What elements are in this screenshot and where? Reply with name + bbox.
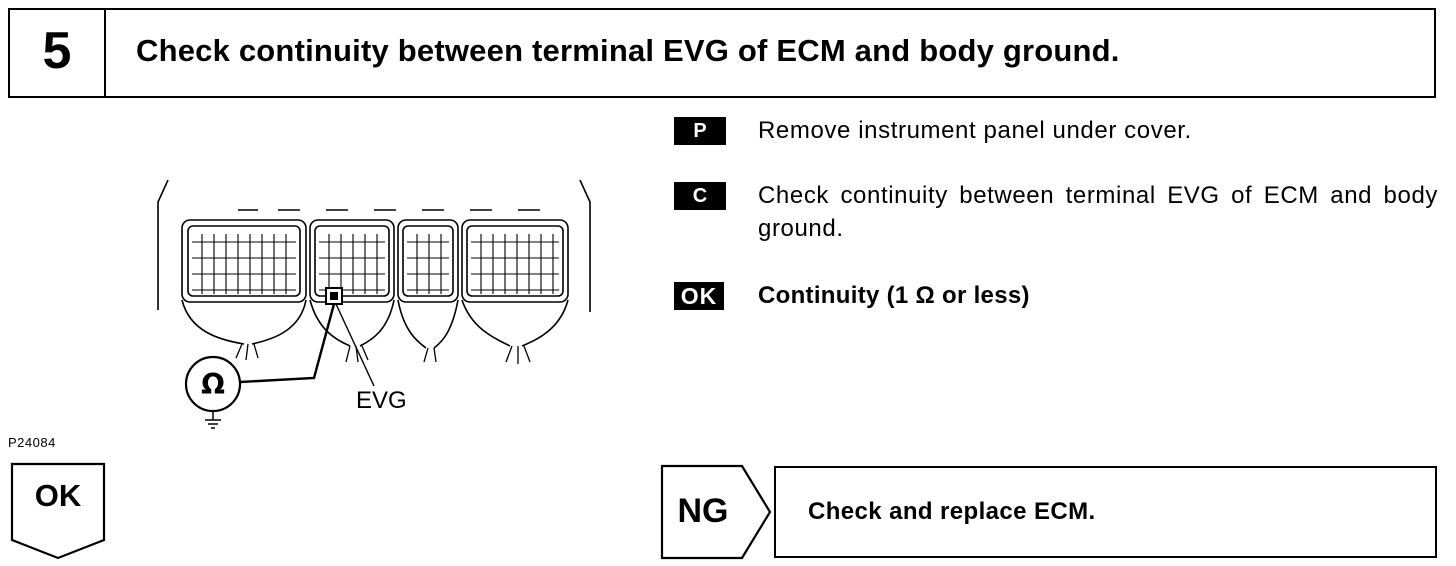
instruction-check: C Check continuity between terminal EVG … xyxy=(674,182,1438,245)
step-number: 5 xyxy=(10,10,106,96)
badge-ok: OK xyxy=(674,282,724,310)
figure-id: P24084 xyxy=(8,435,56,450)
step-header: 5 Check continuity between terminal EVG … xyxy=(8,8,1436,98)
ohm-meter-icon: Ω xyxy=(201,368,225,401)
instruction-text: Remove instrument panel under cover. xyxy=(758,117,1192,144)
instruction-text: Check continuity between terminal EVG of… xyxy=(758,182,1438,242)
badge-c: C xyxy=(674,182,726,210)
badge-p: P xyxy=(674,117,726,145)
step-title: Check continuity between terminal EVG of… xyxy=(136,33,1120,68)
instruction-prep: P Remove instrument panel under cover. xyxy=(674,117,1438,147)
ecm-connector-diagram: Ω EVG xyxy=(157,179,591,429)
ok-arrow-icon xyxy=(10,462,106,560)
ok-outcome-label: OK xyxy=(34,478,82,513)
instruction-ok-condition: OK Continuity (1 Ω or less) xyxy=(674,282,1438,312)
ng-outcome-label: NG xyxy=(677,492,729,530)
evg-terminal-label: EVG xyxy=(356,387,407,414)
ng-arrow-icon xyxy=(660,464,772,560)
ng-action-box: Check and replace ECM. xyxy=(774,466,1437,558)
instruction-text: Continuity (1 Ω or less) xyxy=(758,282,1030,309)
